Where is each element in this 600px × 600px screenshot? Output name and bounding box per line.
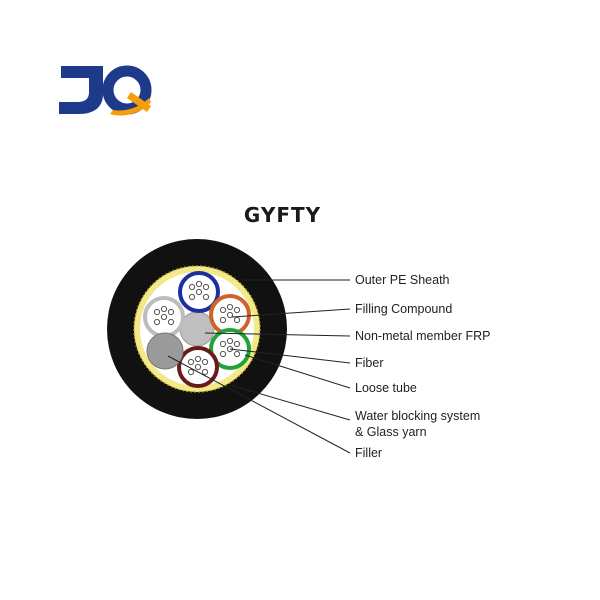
filler-rod (146, 332, 184, 370)
loose-tube-green (209, 328, 251, 370)
label-outer-pe-sheath: Outer PE Sheath (355, 273, 450, 287)
logo-letter-j (59, 66, 103, 114)
label-filling-compound: Filling Compound (355, 302, 452, 316)
glass-yarn-ring (133, 265, 261, 393)
logo-swoosh (110, 98, 151, 116)
leader-non-metal-member (204, 332, 351, 337)
central-frp-member (179, 311, 215, 347)
label-glass-yarn: & Glass yarn (355, 425, 427, 439)
label-non-metal-member-frp: Non-metal member FRP (355, 329, 490, 343)
company-logo: JQ (59, 65, 152, 116)
diagram-title: GYFTY (243, 203, 322, 227)
label-fiber: Fiber (355, 356, 383, 370)
leader-filling-compound (231, 308, 351, 318)
label-water-blocking-system: Water blocking system (355, 409, 480, 423)
leader-water-blocking (229, 384, 351, 421)
leader-fiber (229, 348, 351, 364)
logo-letter-q (102, 65, 152, 115)
leader-filler (167, 355, 351, 454)
label-filler: Filler (355, 446, 382, 460)
loose-tube-brown (177, 346, 219, 388)
label-loose-tube: Loose tube (355, 381, 417, 395)
loose-tube-white (143, 296, 185, 338)
loose-tube-blue (178, 271, 220, 313)
logo-q-tail (127, 92, 151, 112)
leader-loose-tube (244, 354, 351, 389)
